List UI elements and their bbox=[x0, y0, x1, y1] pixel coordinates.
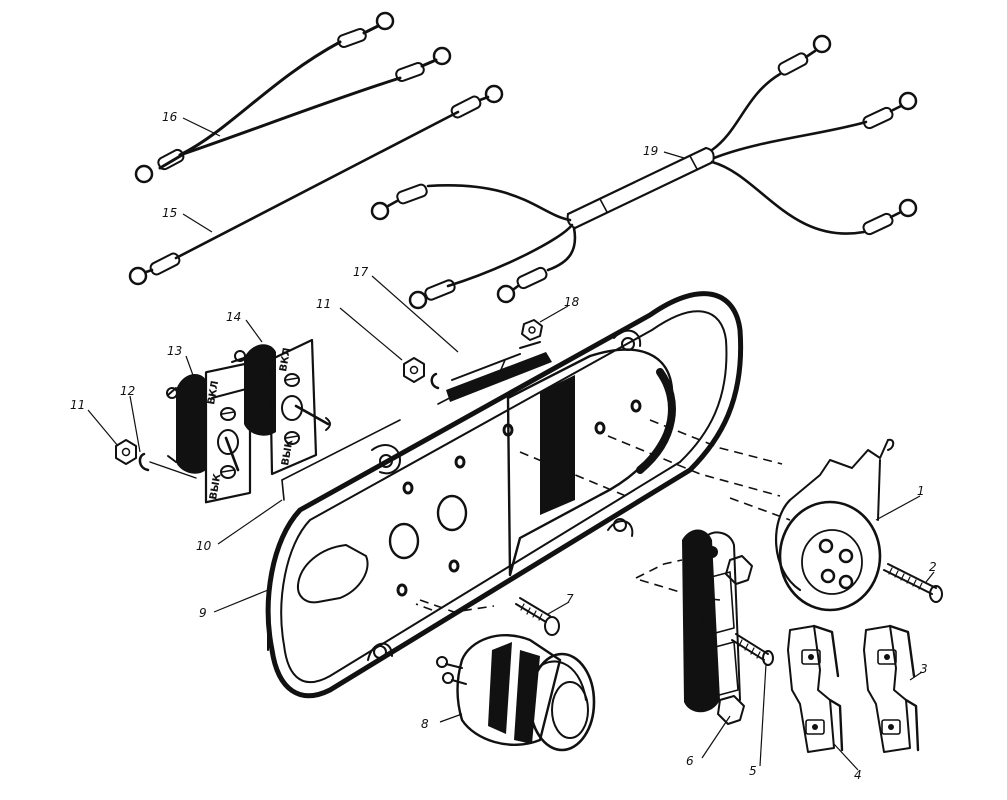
callout-4: 4 bbox=[854, 768, 862, 782]
nut-11-lower bbox=[115, 439, 137, 465]
screw-5 bbox=[731, 633, 774, 666]
callout-1: 1 bbox=[917, 484, 925, 498]
screw-7 bbox=[515, 597, 560, 636]
callout-11: 11 bbox=[316, 297, 331, 311]
clamp-17 bbox=[446, 341, 552, 402]
leader-lines bbox=[87, 117, 935, 771]
terminal-block-6 bbox=[682, 529, 753, 725]
nut-11-upper bbox=[403, 357, 440, 390]
switch14-on-label: ВКЛ bbox=[278, 347, 293, 373]
callout-17: 17 bbox=[353, 265, 369, 279]
contact-strip-3 bbox=[863, 624, 920, 753]
toggle-switch-14: ВКЛ ВЫК bbox=[231, 338, 331, 476]
callout-15: 15 bbox=[162, 206, 177, 220]
callout-18: 18 bbox=[564, 295, 580, 309]
callout-11: 11 bbox=[70, 398, 85, 412]
switch13-on-label: ВКЛ bbox=[206, 380, 221, 406]
callout-8: 8 bbox=[421, 717, 429, 731]
callout-2: 2 bbox=[929, 560, 937, 574]
callout-13: 13 bbox=[167, 344, 182, 358]
wire-15 bbox=[128, 84, 504, 286]
wire-harness-19 bbox=[370, 34, 918, 310]
callout-9: 9 bbox=[199, 606, 207, 620]
washer-12 bbox=[138, 452, 197, 479]
switch13-off-label: ВЫК bbox=[208, 472, 224, 500]
callout-7: 7 bbox=[566, 592, 574, 606]
callout-5: 5 bbox=[749, 764, 757, 778]
panel-9 bbox=[265, 291, 744, 699]
callout-14: 14 bbox=[226, 310, 241, 324]
callout-10: 10 bbox=[196, 539, 212, 553]
assembly-paths bbox=[415, 419, 791, 613]
push-button-8 bbox=[436, 634, 596, 752]
contact-strip-4 bbox=[787, 624, 844, 753]
callout-16: 16 bbox=[162, 110, 178, 124]
callout-6: 6 bbox=[686, 754, 694, 768]
callout-19: 19 bbox=[643, 144, 658, 158]
toggle-switch-13: ВКЛ ВЫК bbox=[166, 361, 252, 504]
callout-3: 3 bbox=[920, 662, 928, 676]
switch14-off-label: ВЫК bbox=[280, 438, 296, 466]
screw-2 bbox=[883, 563, 943, 603]
wire-harness-16 bbox=[134, 11, 452, 184]
socket-1 bbox=[774, 438, 895, 612]
callout-12: 12 bbox=[120, 384, 135, 398]
nut-18 bbox=[521, 319, 543, 341]
